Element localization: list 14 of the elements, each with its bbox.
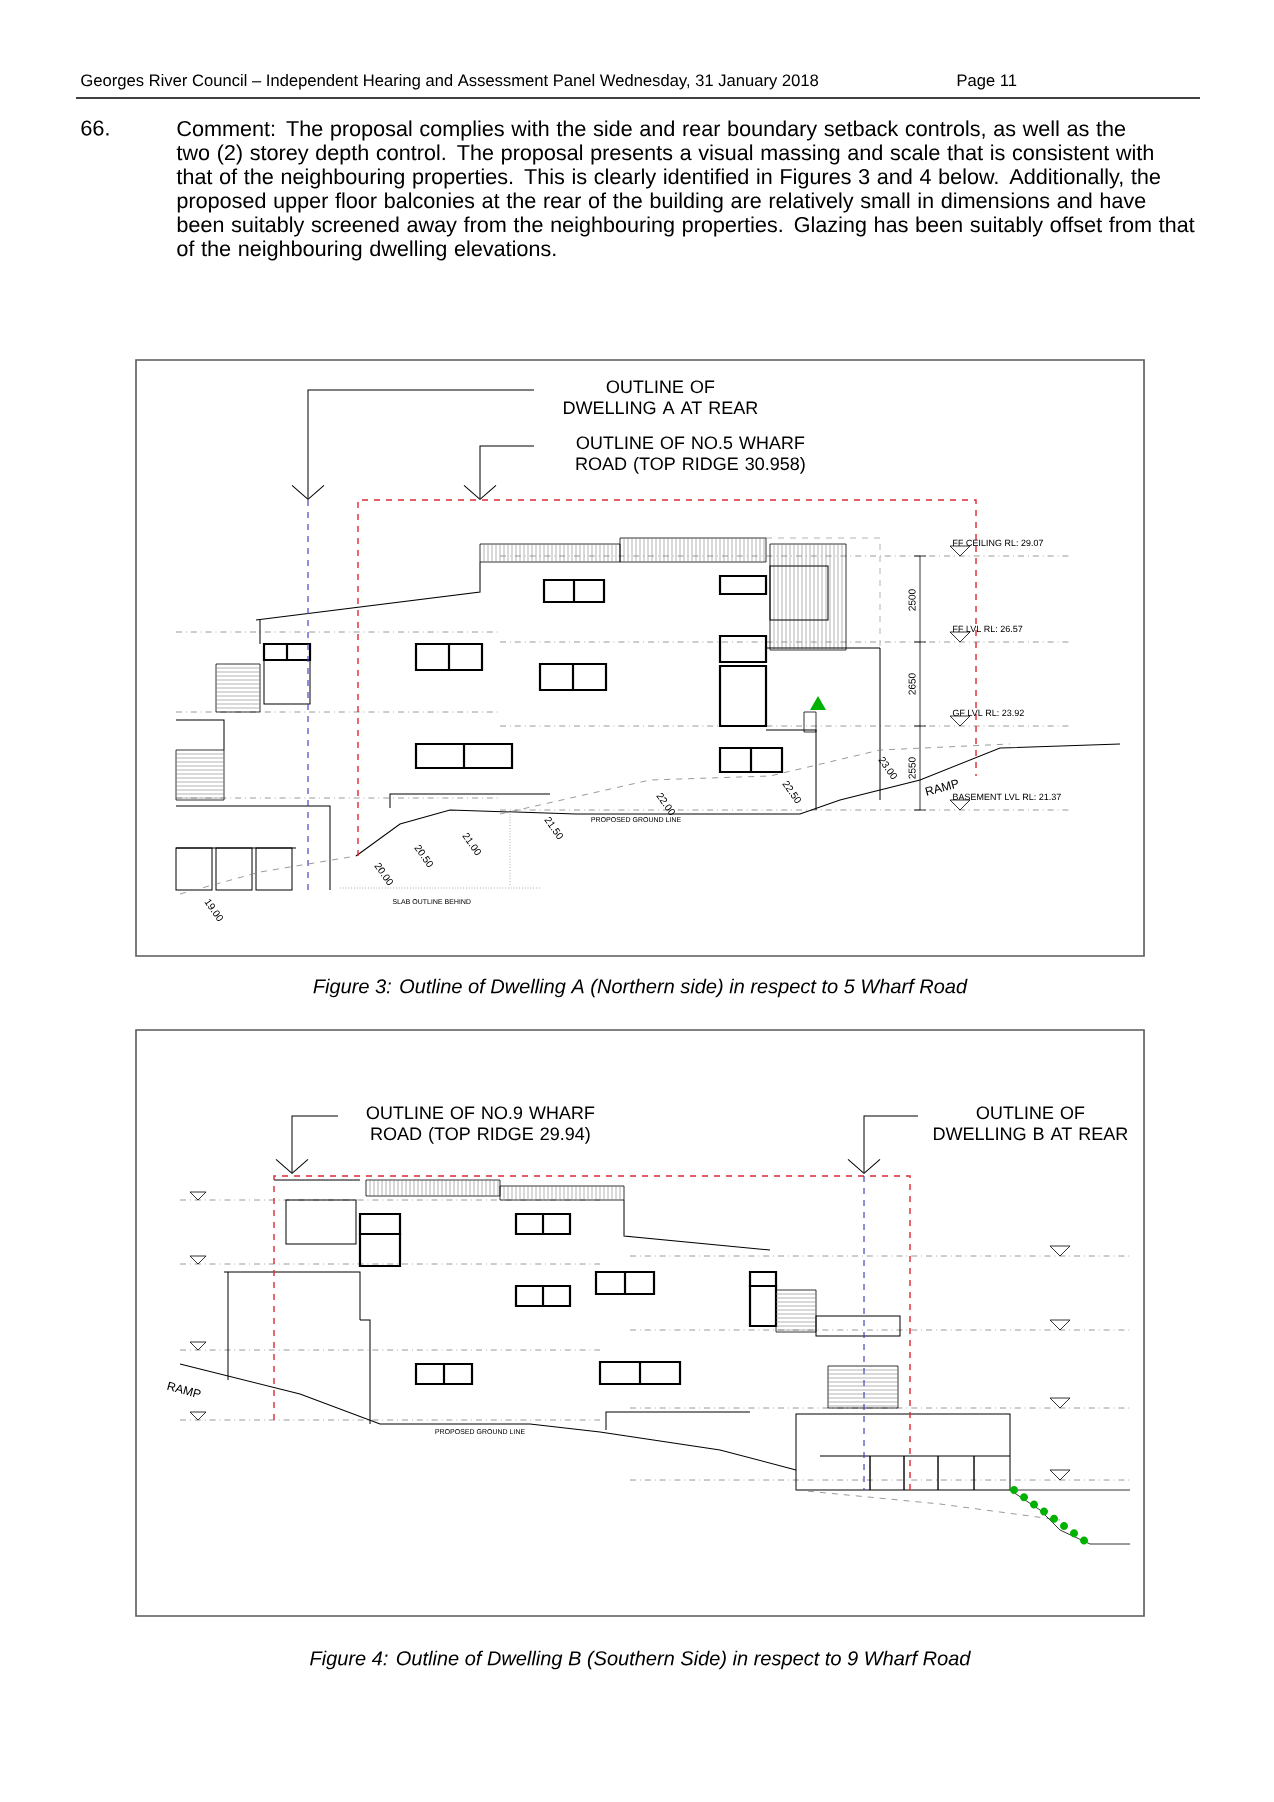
page-number: Page 11 (957, 74, 1017, 90)
callout-text: OUTLINE OF NO.5 WHARF ROAD (TOP RIDGE 30.958) (576, 436, 805, 474)
figure-caption: Figure 4: Outline of Dwelling B (Southern Side) in respect to 9 Wharf Road (310, 1650, 971, 1670)
paragraph-number: 66. (81, 120, 109, 136)
header-text: Georges River Council – Independent Hearing and Assessment Panel Wednesday, 31 January 2018 (81, 74, 819, 90)
leader-line (847, 1115, 919, 1174)
leader-line (463, 445, 535, 500)
callout-text: OUTLINE OF DWELLING B AT REAR (934, 1106, 1128, 1141)
figure-caption: Figure 3: Outline of Dwelling A (Northern side) in respect to 5 Wharf Road (313, 978, 968, 998)
leader-line (291, 389, 535, 500)
callout-text: OUTLINE OF DWELLING A AT REAR (564, 380, 758, 415)
leader-line (275, 1115, 339, 1174)
paragraph: Comment: The proposal complies with the side and rear boundary setback controls, as well as the two (2) storey depth control. The proposal presents a visual massing and scale that is consistent with that of the neighbouring properties. This is clearly identified in Figures 3 and 4 below. Additionally, the proposed upper floor balconies at the rear of the building are relatively small in dimensions and have been suitably screened away from the neighbouring properties. Glazing has been suitably offset from that of the neighbouring dwelling elevations. (176, 120, 1195, 261)
callout-text: OUTLINE OF NO.9 WHARF ROAD (TOP RIDGE 29.94) (366, 1106, 595, 1144)
